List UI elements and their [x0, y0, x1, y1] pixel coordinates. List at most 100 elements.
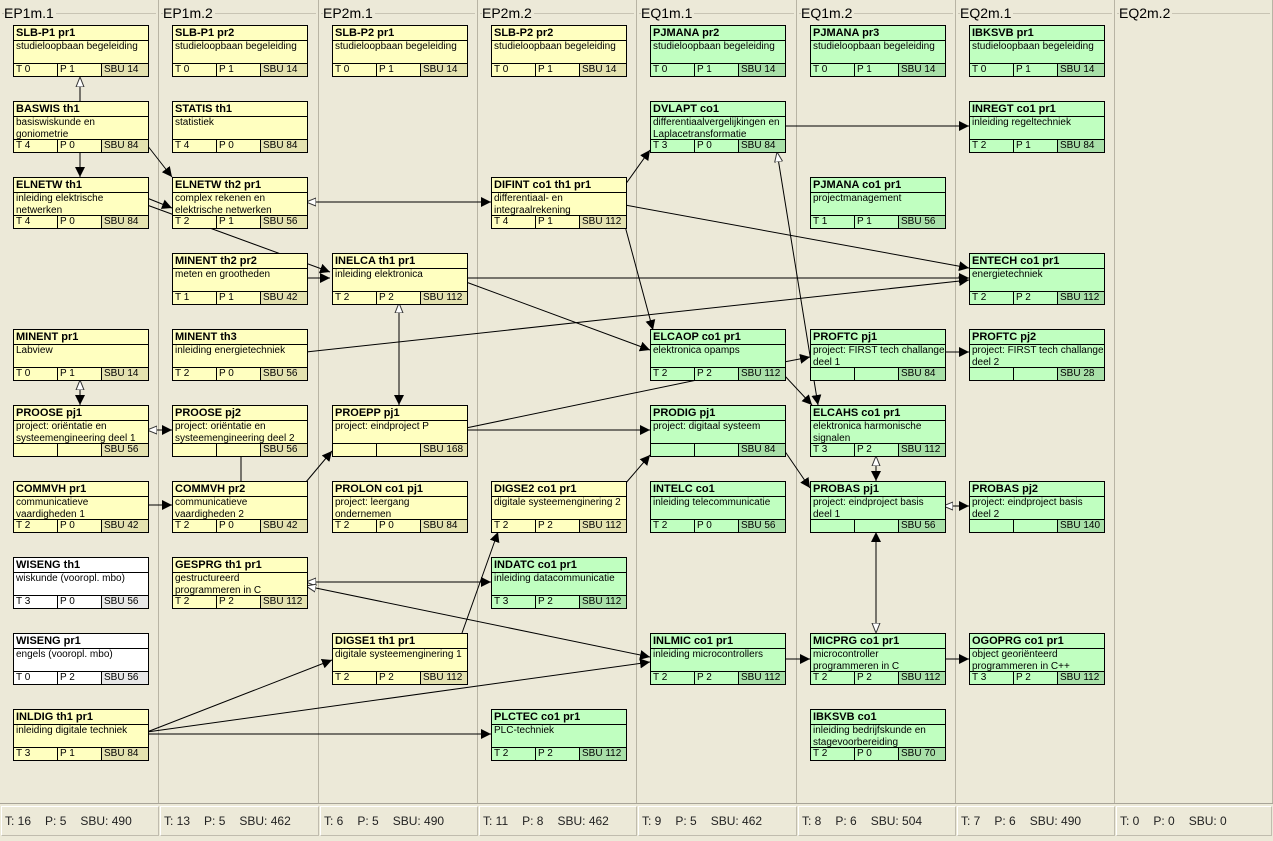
practical-hours [217, 444, 261, 456]
course-code: INELCA th1 pr1 [333, 254, 467, 269]
course-description: digitale systeemenginering 2 [494, 497, 621, 508]
column-header: EQ2m.1 [960, 5, 1014, 21]
theory-hours [651, 444, 695, 456]
course-code: IBKSVB co1 [811, 710, 945, 725]
practical-hours [855, 520, 899, 532]
total-t: T: 9 [642, 814, 662, 828]
sbu-value: SBU 112 [1058, 672, 1104, 684]
course-code: SLB-P1 pr2 [173, 26, 307, 41]
sbu-value: SBU 56 [899, 520, 945, 532]
theory-hours: T 0 [14, 672, 58, 684]
dependency-arrow [461, 531, 500, 634]
dependency-arrow [624, 149, 651, 186]
total-p: P: 5 [204, 814, 226, 828]
practical-hours [1014, 520, 1058, 532]
course-code: MINENT th3 [173, 330, 307, 345]
sbu-value: SBU 84 [739, 444, 785, 456]
practical-hours: P 1 [855, 216, 899, 228]
course-code: IBKSVB pr1 [970, 26, 1104, 41]
practical-hours: P 2 [536, 520, 580, 532]
sbu-value: SBU 14 [739, 64, 785, 76]
theory-hours: T 0 [14, 368, 58, 380]
dependency-arrow [146, 197, 173, 209]
course-code: SLB-P1 pr1 [14, 26, 148, 41]
column-frame-line [161, 13, 316, 14]
course-code: MINENT th2 pr2 [173, 254, 307, 269]
total-p: P: 5 [675, 814, 697, 828]
course-code: DIFINT co1 th1 pr1 [492, 178, 626, 193]
practical-hours: P 0 [695, 520, 739, 532]
sbu-value: SBU 84 [739, 140, 785, 152]
course-description: statistiek [175, 117, 214, 128]
sbu-value: SBU 84 [421, 520, 467, 532]
theory-hours [970, 368, 1014, 380]
course-description: project: digitaal systeem [653, 421, 761, 432]
course-code: DIGSE2 co1 pr1 [492, 482, 626, 497]
course-stats: SBU 84 [811, 367, 945, 380]
practical-hours: P 1 [58, 748, 102, 760]
course-code: PJMANA pr2 [651, 26, 785, 41]
course-code: PROFTC pj1 [811, 330, 945, 345]
practical-hours: P 0 [855, 748, 899, 760]
course-code: INDATC co1 pr1 [492, 558, 626, 573]
total-sbu: SBU: 490 [80, 814, 132, 828]
column-header: EP2m.1 [323, 5, 375, 21]
practical-hours: P 1 [217, 292, 261, 304]
course-code: BASWIS th1 [14, 102, 148, 117]
